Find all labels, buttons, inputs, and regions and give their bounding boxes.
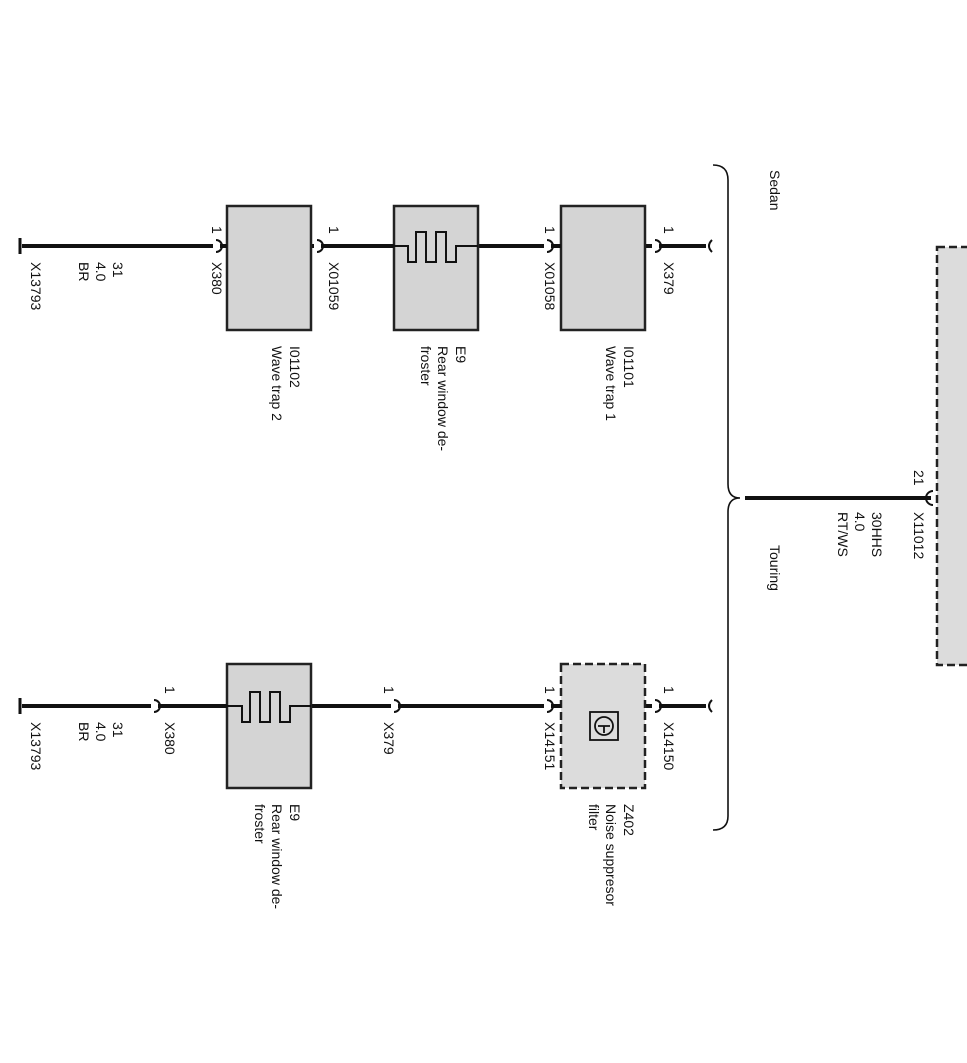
- sedan-conn-def-out: X01059: [326, 262, 342, 310]
- touring-conn-top: X14150: [661, 722, 677, 770]
- touring-defroster-id: E9: [287, 804, 303, 821]
- wave-trap-1-id: I01101: [621, 346, 637, 388]
- sedan-pin-3: 1: [326, 226, 342, 234]
- sedan-defroster-id: E9: [453, 346, 469, 363]
- touring-pin-2: 1: [542, 686, 558, 694]
- sedan-hook-top: [708, 239, 713, 253]
- touring-conn-hook-2: [546, 699, 554, 713]
- wave-trap-1-name: Wave trap 1: [603, 346, 619, 421]
- touring-defroster-name-2: froster: [252, 804, 268, 844]
- sedan-conn-wt2-out: X380: [209, 262, 225, 295]
- module-wire-signal: 30HHS: [869, 512, 885, 557]
- noise-filter-id: Z402: [621, 804, 637, 836]
- wave-trap-2-name: Wave trap 2: [269, 346, 285, 421]
- sedan-conn-hook-3: [316, 239, 324, 253]
- control-module-box: [935, 245, 967, 667]
- sedan-pin-4: 1: [209, 226, 225, 234]
- noise-filter-name-1: Noise suppresor: [603, 804, 619, 906]
- sedan-ground-connector: X13793: [28, 262, 44, 310]
- module-pin: 21: [911, 470, 927, 486]
- touring-pin-3: 1: [381, 686, 397, 694]
- touring-ground-color: BR: [76, 722, 92, 741]
- touring-defroster-name-1: Rear window de-: [269, 804, 285, 909]
- noise-filter-symbol-frame: [589, 711, 619, 741]
- sedan-ground-gauge: 4.0: [93, 262, 109, 282]
- wave-trap-2-id: I01102: [287, 346, 303, 388]
- sedan-conn-hook-4: [215, 239, 223, 253]
- sedan-defroster-name-2: froster: [418, 346, 434, 386]
- touring-conn-def-in: X379: [381, 722, 397, 755]
- sedan-conn-hook-1: [654, 239, 662, 253]
- touring-ground-connector: X13793: [28, 722, 44, 770]
- sedan-defroster-symbol: [394, 231, 478, 263]
- module-wire-gauge: 4.0: [852, 512, 868, 532]
- sedan-ground-signal: 31: [110, 262, 126, 278]
- wave-trap-1-box: [559, 204, 647, 332]
- wave-trap-2-box: [225, 204, 313, 332]
- module-connector: X11012: [911, 512, 927, 559]
- variant-brace: [712, 164, 741, 831]
- touring-conn-hook-1: [654, 699, 662, 713]
- sedan-ground-color: BR: [76, 262, 92, 281]
- sedan-conn-hook-2: [546, 239, 554, 253]
- touring-pin-1: 1: [661, 686, 677, 694]
- sedan-conn-wt1-out: X01058: [542, 262, 558, 310]
- touring-conn-hook-4: [153, 699, 161, 713]
- noise-filter-symbol-circle: [594, 716, 614, 736]
- noise-filter-symbol-mark: [598, 725, 610, 733]
- sedan-conn-top: X379: [661, 262, 677, 295]
- variant-label-touring: Touring: [767, 545, 783, 591]
- touring-defroster-symbol: [227, 691, 311, 723]
- sedan-pin-1: 1: [661, 226, 677, 234]
- module-wire-color: RT/WS: [835, 512, 851, 557]
- touring-conn-def-out: X380: [162, 722, 178, 755]
- noise-filter-name-2: filter: [586, 804, 602, 831]
- touring-hook-top: [708, 699, 713, 713]
- variant-label-sedan: Sedan: [767, 170, 783, 210]
- touring-pin-4: 1: [162, 686, 178, 694]
- touring-ground-signal: 31: [110, 722, 126, 738]
- touring-conn-hook-3: [393, 699, 401, 713]
- sedan-pin-2: 1: [542, 226, 558, 234]
- touring-ground-gauge: 4.0: [93, 722, 109, 742]
- sedan-defroster-name-1: Rear window de-: [435, 346, 451, 451]
- module-pin-hook: [925, 490, 934, 506]
- touring-defroster-box: [225, 662, 313, 790]
- touring-conn-filter-out: X14151: [542, 722, 558, 770]
- sedan-defroster-box: [392, 204, 480, 332]
